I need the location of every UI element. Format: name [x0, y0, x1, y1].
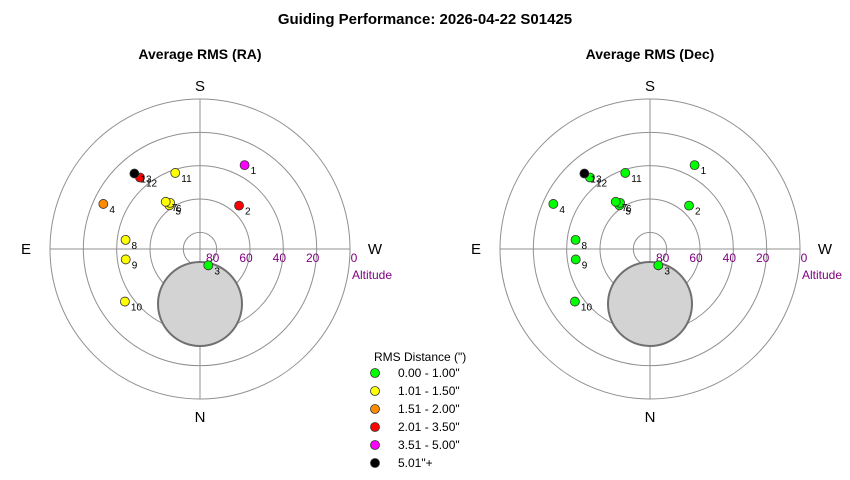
cardinal-s: S	[195, 78, 205, 95]
legend-swatch-3	[370, 422, 380, 432]
data-point-13	[129, 168, 140, 179]
data-point-10	[120, 296, 130, 307]
cardinal-n: N	[645, 409, 656, 426]
point-label-6: 6	[626, 204, 632, 215]
altitude-tick-60: 60	[689, 251, 703, 265]
legend-swatch-2	[370, 404, 380, 414]
data-point-10	[570, 296, 580, 307]
cardinal-n: N	[195, 409, 206, 426]
point-label-8: 8	[132, 241, 138, 252]
legend-label-1: 1.01 - 1.50"	[398, 384, 460, 398]
point-label-12: 12	[596, 179, 608, 190]
legend-label-2: 1.51 - 2.00"	[398, 402, 460, 416]
point-label-13: 13	[140, 175, 152, 186]
figure-title: Guiding Performance: 2026-04-22 S01425	[278, 11, 572, 28]
data-point-13	[579, 168, 590, 179]
data-point-2	[234, 200, 244, 211]
legend-items: 0.00 - 1.00" 1.01 - 1.50" 1.51 - 2.00" 2.01…	[370, 366, 460, 470]
legend: RMS Distance (") 0.00 - 1.00" 1.01 - 1.50…	[370, 350, 466, 470]
data-point-11	[170, 168, 181, 178]
point-label-4: 4	[559, 205, 565, 216]
point-label-9: 9	[132, 260, 138, 271]
cardinal-e: E	[21, 241, 31, 258]
data-point-8	[570, 234, 581, 245]
data-point-4	[548, 199, 559, 209]
plot-title-dec: Average RMS (Dec)	[586, 46, 715, 62]
point-label-1: 1	[701, 166, 707, 177]
point-label-11: 11	[181, 174, 192, 185]
legend-label-0: 0.00 - 1.00"	[398, 366, 460, 380]
legend-swatch-5	[370, 458, 380, 468]
data-point-11	[620, 168, 631, 178]
altitude-axis-label: Altitude	[352, 268, 392, 282]
point-label-10: 10	[131, 303, 143, 314]
data-point-9	[120, 254, 131, 265]
point-label-4: 4	[109, 205, 115, 216]
point-label-5: 5	[175, 206, 181, 217]
point-label-7: 7	[172, 203, 178, 214]
point-label-1: 1	[251, 166, 257, 177]
zenith-exclusion-zone	[607, 261, 693, 347]
data-point-4	[98, 199, 109, 209]
altitude-tick-60: 60	[239, 251, 253, 265]
cardinal-e: E	[471, 241, 481, 258]
point-label-5: 5	[625, 206, 631, 217]
legend-swatch-1	[370, 386, 380, 396]
point-label-7: 7	[622, 203, 628, 214]
legend-title: RMS Distance (")	[374, 350, 466, 364]
cardinal-w: W	[818, 241, 833, 258]
point-label-10: 10	[581, 303, 593, 314]
point-label-8: 8	[582, 241, 588, 252]
legend-label-3: 2.01 - 3.50"	[398, 420, 460, 434]
point-label-6: 6	[176, 204, 182, 215]
altitude-tick-0: 0	[351, 251, 358, 265]
altitude-axis-label: Altitude	[802, 268, 842, 282]
plot-title-ra: Average RMS (RA)	[138, 46, 261, 62]
point-label-3: 3	[214, 266, 220, 277]
data-point-1	[689, 160, 700, 171]
data-point-8	[120, 234, 131, 245]
data-point-7	[160, 196, 171, 207]
cardinal-s: S	[645, 78, 655, 95]
altitude-tick-20: 20	[756, 251, 770, 265]
legend-label-5: 5.01"+	[398, 456, 433, 470]
point-label-9: 9	[582, 260, 588, 271]
point-label-2: 2	[245, 207, 251, 218]
altitude-tick-20: 20	[306, 251, 320, 265]
point-label-2: 2	[695, 207, 701, 218]
point-label-13: 13	[590, 175, 602, 186]
cardinal-w: W	[368, 241, 383, 258]
point-label-12: 12	[146, 179, 158, 190]
altitude-tick-0: 0	[801, 251, 808, 265]
legend-swatch-4	[370, 440, 380, 450]
data-point-1	[239, 160, 250, 171]
data-point-2	[684, 200, 694, 211]
altitude-tick-40: 40	[273, 251, 287, 265]
data-point-7	[610, 196, 621, 207]
data-point-3	[653, 260, 664, 271]
point-label-11: 11	[631, 174, 642, 185]
zenith-exclusion-zone	[157, 261, 243, 347]
legend-swatch-0	[370, 368, 380, 378]
legend-label-4: 3.51 - 5.00"	[398, 438, 460, 452]
data-point-3	[203, 260, 214, 271]
altitude-tick-40: 40	[723, 251, 737, 265]
data-point-9	[570, 254, 581, 265]
point-label-3: 3	[664, 266, 670, 277]
